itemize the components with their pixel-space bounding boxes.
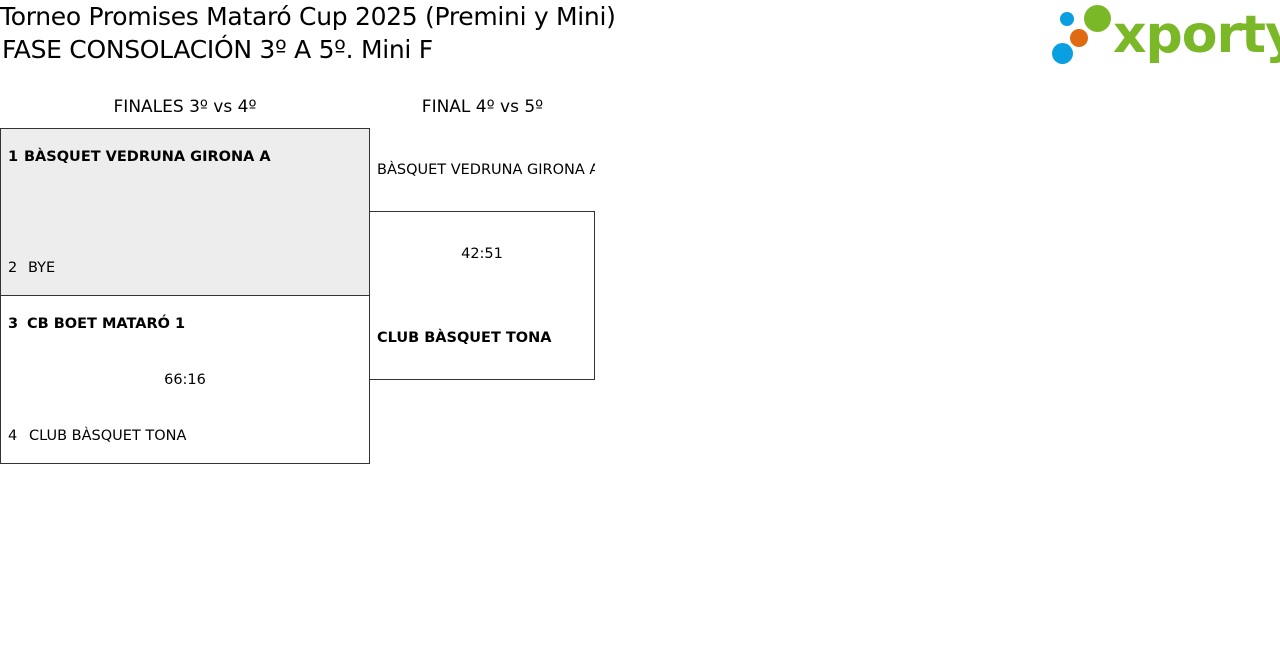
match-2-home-name: CB BOET MATARÓ 1 <box>27 316 186 332</box>
bracket-final-match[interactable]: 42:51 CLUB BÀSQUET TONA <box>369 211 595 380</box>
final-home-team: BÀSQUET VEDRUNA GIRONA A <box>377 162 595 178</box>
logo-dot-green <box>1084 5 1111 32</box>
round-header-final-4-5: FINAL 4º vs 5º <box>421 97 544 117</box>
match-1-away-seed: 2 <box>8 260 18 276</box>
logo-dot-blue-bottom <box>1052 43 1073 64</box>
match-2-home-seed: 3 <box>8 316 19 332</box>
match-1-home-name: BÀSQUET VEDRUNA GIRONA A <box>24 149 271 165</box>
match-1-home-seed: 1 <box>8 149 19 165</box>
logo-dot-blue-top <box>1060 12 1074 26</box>
match-2-home-team: 3 CB BOET MATARÓ 1 <box>8 314 363 334</box>
logo-dot-orange <box>1070 29 1088 47</box>
match-2-away-name: CLUB BÀSQUET TONA <box>29 428 187 444</box>
logo-wordmark: xporty <box>1113 5 1280 65</box>
phase-subtitle: FASE CONSOLACIÓN 3º A 5º. Mini F <box>2 35 433 64</box>
match-2-away-team: 4 CLUB BÀSQUET TONA <box>8 426 363 446</box>
bracket-match-1[interactable]: 1 BÀSQUET VEDRUNA GIRONA A 2 BYE <box>0 128 370 296</box>
final-away-team: CLUB BÀSQUET TONA <box>377 330 552 346</box>
match-1-away-name: BYE <box>28 260 56 276</box>
xporty-logo[interactable]: xporty <box>1050 3 1280 67</box>
match-1-home-team: 1 BÀSQUET VEDRUNA GIRONA A <box>8 147 363 167</box>
bracket-match-2[interactable]: 3 CB BOET MATARÓ 1 66:16 4 CLUB BÀSQUET TO… <box>0 295 370 464</box>
round-header-finales-3-4: FINALES 3º vs 4º <box>113 97 257 117</box>
match-2-away-seed: 4 <box>8 428 18 444</box>
match-1-away-team: 2 BYE <box>8 258 363 278</box>
match-2-score: 66:16 <box>164 372 206 388</box>
tournament-title: Torneo Promises Mataró Cup 2025 (Premini… <box>0 2 616 31</box>
final-score: 42:51 <box>461 246 503 262</box>
